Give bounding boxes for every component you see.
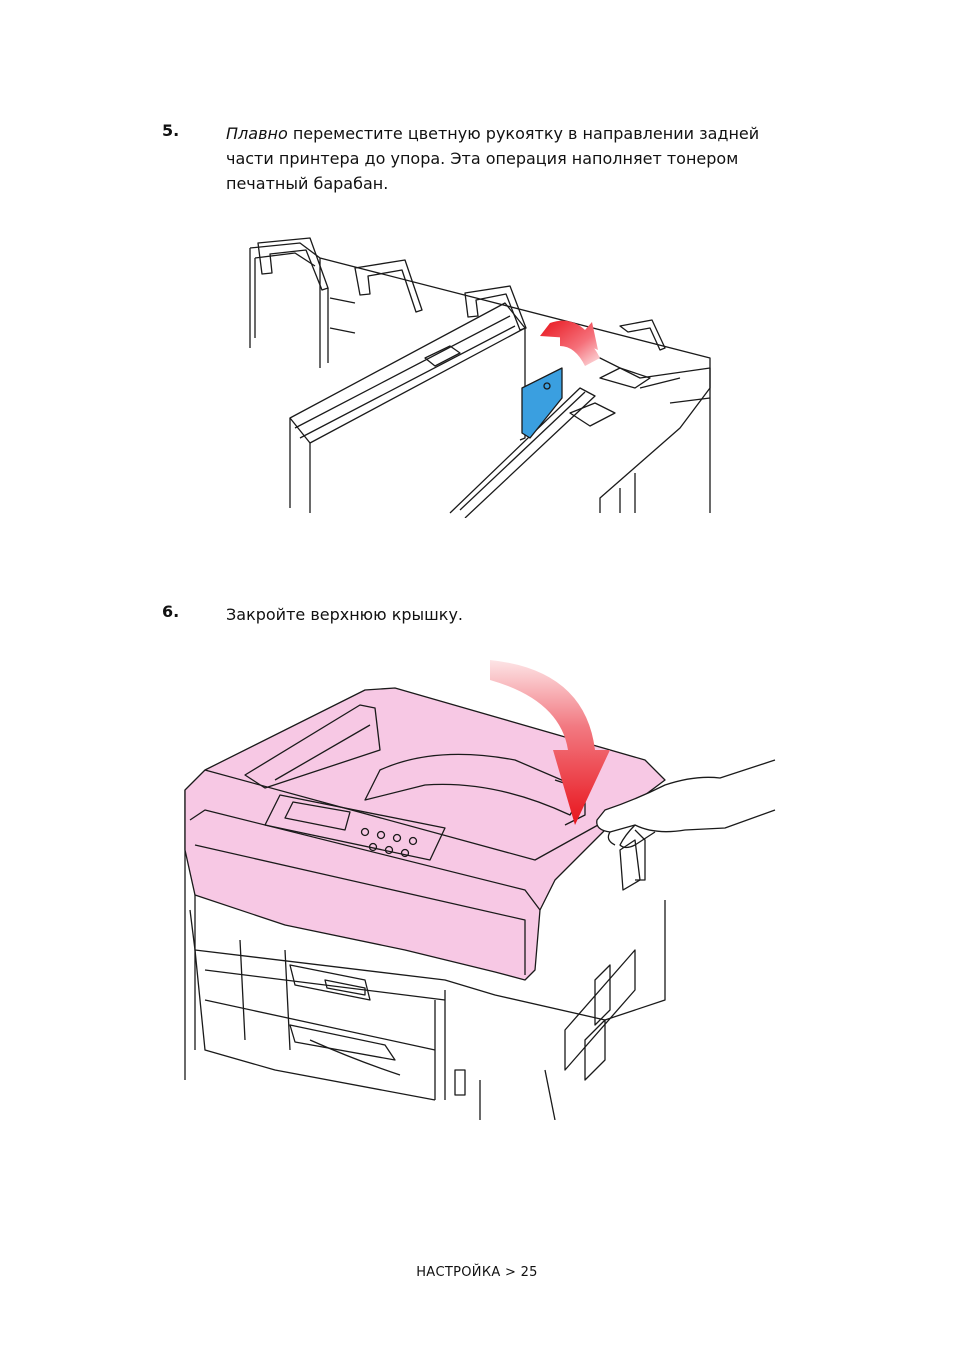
step-number: 6. [162, 602, 180, 621]
step-number: 5. [162, 121, 180, 140]
hand [596, 759, 776, 833]
color-handle [521, 367, 563, 439]
arrow-icon [490, 660, 610, 825]
illustration-toner-handle [240, 228, 720, 518]
top-cover [184, 687, 666, 981]
step-text: Закройте верхнюю крышку. [226, 605, 464, 624]
arrow-icon [540, 320, 600, 366]
page-number: 25 [520, 1265, 538, 1280]
illustration-close-cover [165, 650, 785, 1120]
step-text: Плавно переместите цветную рукоятку в на… [226, 121, 806, 196]
page-footer: НАСТРОЙКА > 25 [0, 1265, 954, 1280]
footer-separator: > [500, 1265, 521, 1280]
step-emphasis: Плавно [226, 124, 288, 143]
footer-section: НАСТРОЙКА [416, 1265, 501, 1280]
step-body: переместите цветную рукоятку в направлен… [226, 124, 760, 193]
